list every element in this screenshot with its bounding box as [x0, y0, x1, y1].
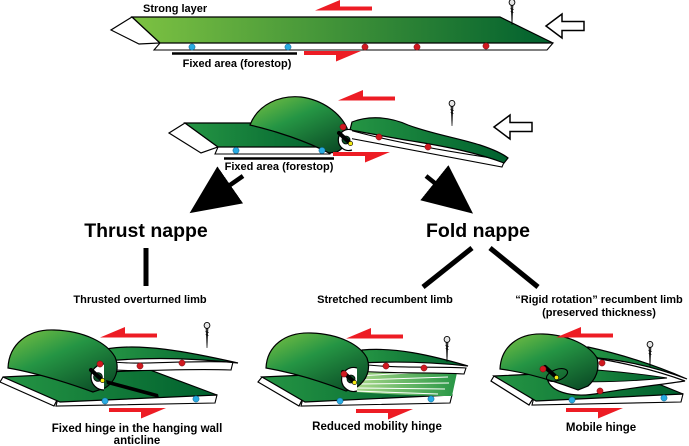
limb-underside-band [342, 128, 506, 168]
thrust-nappe-diagram: Fixed hinge in the hanging wall anticlin… [0, 321, 239, 446]
branch-connectors: Thrust nappe Fold nappe Thrusted overtur… [73, 165, 683, 319]
stretched-limb-diagram: Reduced mobility hinge [257, 328, 469, 433]
strong-layer-diagram: Strong layer Fixed area (forestop) [109, 0, 585, 70]
marker-dot-red [539, 365, 547, 373]
thrust-caption-line2: anticline [114, 435, 161, 446]
arrow-to-fold-nappe [420, 165, 474, 214]
marker-dot-red [413, 43, 421, 51]
marker-dot-blue [427, 395, 435, 403]
thrusted-limb-subtitle: Thrusted overturned limb [73, 294, 207, 306]
shear-arrow-top-icon [556, 327, 613, 338]
strong-layer-label: Strong layer [143, 3, 208, 15]
marker-dot-blue [101, 397, 109, 405]
marker-dot-blue [660, 394, 668, 402]
marker-dot-red [178, 359, 186, 367]
marker-dot-red [382, 362, 390, 370]
fixed-area-label: Fixed area (forestop) [225, 161, 334, 173]
strong-layer-top-face [130, 16, 554, 44]
pin-icon [448, 99, 456, 127]
fold-crest [249, 96, 349, 154]
shear-arrow-bottom-icon [304, 51, 361, 62]
marker-dot-blue [568, 396, 576, 404]
marker-dot-red [420, 364, 428, 372]
fixed-area-label: Fixed area (forestop) [183, 58, 292, 70]
pin-icon [443, 335, 451, 363]
marker-dot-red [136, 362, 144, 370]
marker-dot-blue [336, 397, 344, 405]
thrust-branch-line [143, 248, 149, 286]
marker-dot-blue [318, 147, 326, 154]
rigid-rotation-subtitle-line1: “Rigid rotation” recumbent limb [515, 294, 683, 306]
thrust-caption-line1: Fixed hinge in the hanging wall [52, 423, 223, 435]
compression-arrow-icon [545, 13, 585, 39]
fold-branch-line-left [421, 246, 474, 289]
shear-arrow-top-icon [346, 328, 403, 339]
marker-dot-red [340, 370, 348, 378]
shear-arrow-bottom-icon [109, 408, 166, 419]
marker-dot-red [96, 360, 104, 368]
marker-dot-red [598, 359, 606, 367]
shear-arrow-top-icon [100, 327, 157, 338]
compression-arrow-icon [493, 114, 533, 140]
marker-dot-red [424, 143, 432, 151]
shear-arrow-bottom-icon [356, 409, 413, 420]
mobile-hinge-caption: Mobile hinge [566, 422, 636, 434]
shear-arrow-bottom-icon [333, 152, 390, 163]
marker-dot-blue [284, 43, 292, 51]
fold-branch-line-right [488, 246, 540, 289]
marker-dot-red [361, 43, 369, 51]
marker-dot-blue [188, 43, 196, 51]
marker-dot-red [482, 42, 490, 50]
upper-limb [361, 348, 469, 367]
upper-limb [105, 346, 239, 364]
layer-bottom-band [152, 42, 555, 51]
limb-underside-band [102, 360, 234, 372]
thrust-fault-line [106, 380, 159, 398]
shear-arrow-top-icon [338, 90, 395, 101]
initial-fold-diagram: Fixed area (forestop) [167, 90, 533, 173]
rotation-ellipse [545, 368, 569, 382]
rigid-rotation-diagram: Mobile hinge [490, 327, 688, 434]
fold-crest [7, 329, 118, 393]
marker-dot-red [339, 123, 347, 131]
stretched-limb-subtitle: Stretched recumbent limb [317, 294, 453, 306]
arrow-to-thrust-nappe [189, 166, 245, 214]
marker-dot-blue [192, 395, 200, 403]
marker-dot-red [596, 387, 604, 395]
shear-arrow-top-icon [315, 0, 372, 11]
stretched-caption: Reduced mobility hinge [312, 421, 442, 433]
upper-limb [349, 117, 509, 164]
marker-dot-blue [232, 147, 240, 154]
shear-arrow-bottom-icon [566, 408, 623, 419]
marker-dot-red [375, 133, 383, 141]
fold-nappe-title: Fold nappe [426, 220, 530, 242]
pin-icon [203, 321, 211, 349]
rigid-rotation-subtitle-line2: (preserved thickness) [542, 307, 656, 319]
thrust-nappe-title: Thrust nappe [84, 220, 208, 242]
